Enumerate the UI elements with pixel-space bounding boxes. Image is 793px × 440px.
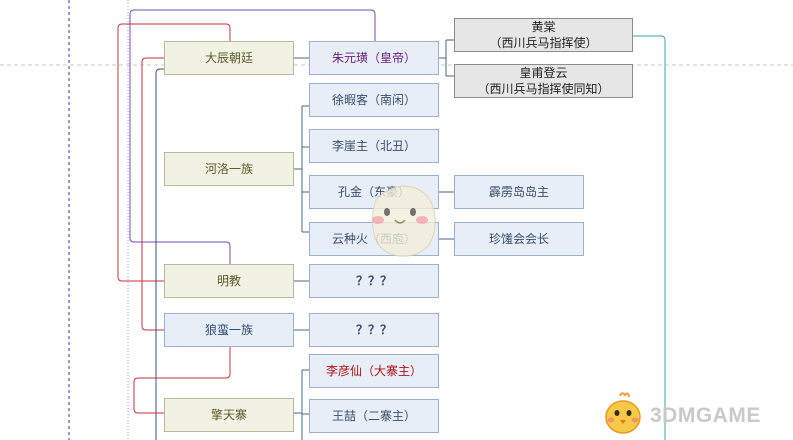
node-label: 擎天寨 xyxy=(210,408,247,422)
node-liyazhu[interactable]: 李崖主（北丑） xyxy=(309,129,439,163)
node-langman-clan[interactable]: 狼蛮一族 xyxy=(164,313,294,347)
node-liyanxian[interactable]: 李彦仙（大寨主） xyxy=(309,354,439,388)
node-dachen-court[interactable]: 大辰朝廷 xyxy=(164,41,294,75)
link-heluo-members xyxy=(294,105,309,233)
relation-line-red-lower xyxy=(133,346,231,414)
node-qingtian-fort[interactable]: 擎天寨 xyxy=(164,398,294,432)
node-mingjiao[interactable]: 明教 xyxy=(164,264,294,298)
node-label: 河洛一族 xyxy=(204,162,253,176)
node-emperor[interactable]: 朱元璜（皇帝） xyxy=(309,41,439,75)
link-qingtian-members xyxy=(294,369,309,440)
watermark-text: 3DMGAME xyxy=(650,404,761,427)
watermark-3dmgame: 3DMGAME xyxy=(598,390,788,440)
node-name: 黄棠 xyxy=(531,20,556,34)
relation-line-purple xyxy=(129,9,376,264)
node-label: 朱元璜（皇帝） xyxy=(331,51,416,65)
node-xuxiake[interactable]: 徐暇客（南闲） xyxy=(309,83,439,117)
node-label: 珍馐会会长 xyxy=(488,232,549,246)
node-label: 大辰朝廷 xyxy=(204,51,253,65)
node-label: 霹雳岛岛主 xyxy=(488,185,549,199)
node-label: 明教 xyxy=(216,274,241,288)
node-heluo-clan[interactable]: 河洛一族 xyxy=(164,152,294,186)
node-label: 李彦仙（大寨主） xyxy=(325,364,422,378)
node-label: 狼蛮一族 xyxy=(204,323,253,337)
relation-line-red-inner xyxy=(141,57,164,331)
node-huangfudengyun[interactable]: 皇甫登云 （西川兵马指挥使同知） xyxy=(454,64,633,98)
node-huangtang[interactable]: 黄棠 （西川兵马指挥使） xyxy=(454,18,633,52)
node-label: 徐暇客（南闲） xyxy=(331,93,416,107)
node-title: （西川兵马指挥使同知） xyxy=(477,82,610,96)
node-name: 皇甫登云 xyxy=(519,66,568,80)
relation-line-red-upper xyxy=(117,23,231,282)
link-emperor-ministers xyxy=(439,39,454,77)
node-wangzhe[interactable]: 王喆（二寨主） xyxy=(309,399,439,433)
mascot-watermark-icon xyxy=(371,185,436,257)
node-langman-unknown[interactable]: ？？？ xyxy=(309,313,439,347)
relation-line-teal xyxy=(633,35,666,440)
node-label: ？？？ xyxy=(355,323,392,337)
node-title: （西川兵马指挥使） xyxy=(489,36,598,50)
node-pilidao-master[interactable]: 霹雳岛岛主 xyxy=(454,175,584,209)
node-zhenyao-president[interactable]: 珍馐会会长 xyxy=(454,222,584,256)
node-label: 李崖主（北丑） xyxy=(331,139,416,153)
node-mingjiao-unknown[interactable]: ？？？ xyxy=(309,264,439,298)
relation-line-navy xyxy=(155,68,164,440)
node-label: 王喆（二寨主） xyxy=(331,409,416,423)
chick-logo-icon xyxy=(605,392,641,434)
node-label: ？？？ xyxy=(355,274,392,288)
